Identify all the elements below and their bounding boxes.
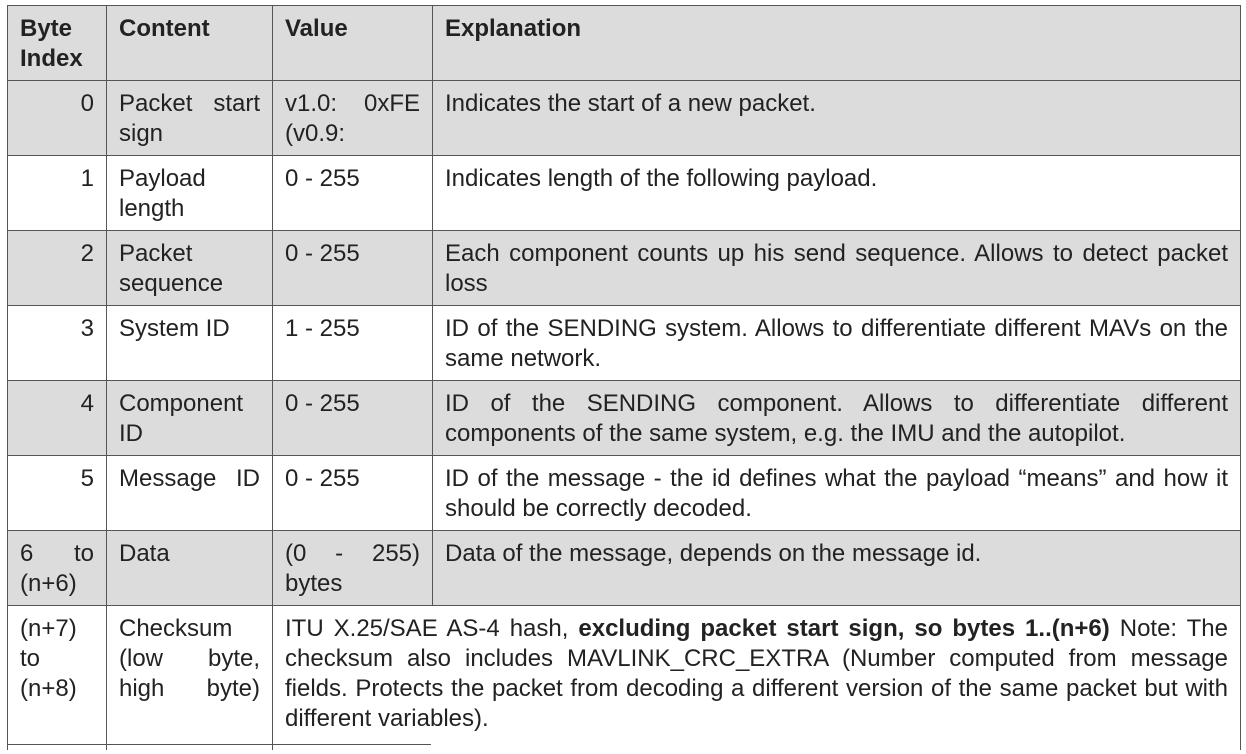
cell-byte-index: (n+7) to (n+8) (7, 605, 107, 750)
cell-byte-index: 4 (7, 380, 107, 456)
header-value: Value (272, 5, 433, 81)
cell-byte-index: 5 (7, 455, 107, 531)
table-row: 4 Component ID 0 - 255 ID of the SENDING… (7, 380, 1241, 456)
table-row: 5 Message ID 0 - 255 ID of the message -… (7, 455, 1241, 531)
table-row: (n+7) to (n+8) Checksum (low byte, high … (7, 605, 1241, 750)
cell-explanation: Data of the message, depends on the mess… (432, 530, 1241, 606)
table-row: 6 to (n+6) Data (0 - 255) bytes Data of … (7, 530, 1241, 606)
table-header-row: Byte Index Content Value Explanation (7, 5, 1241, 81)
packet-table-container: Byte Index Content Value Explanation 0 P… (7, 5, 1241, 750)
header-content: Content (106, 5, 273, 81)
cell-value: (0 - 255) bytes (272, 530, 433, 606)
header-explanation: Explanation (432, 5, 1241, 81)
cell-content: Payload length (106, 155, 273, 231)
cell-content: Packet start sign (106, 80, 273, 156)
cell-explanation: Indicates the start of a new packet. (432, 80, 1241, 156)
cell-byte-index: 1 (7, 155, 107, 231)
cell-content: Message ID (106, 455, 273, 531)
cell-content: System ID (106, 305, 273, 381)
explanation-bold: excluding packet start sign, so bytes 1.… (578, 615, 1110, 642)
explanation-note: Note: The checksum also includes MAVLINK… (285, 615, 1228, 732)
cell-content: Packet sequence (106, 230, 273, 306)
table-row: 2 Packet sequence 0 - 255 Each component… (7, 230, 1241, 306)
cell-byte-index: 2 (7, 230, 107, 306)
table-bottom-border (7, 744, 431, 745)
cell-explanation: ID of the message - the id defines what … (432, 455, 1241, 531)
cell-explanation: Each component counts up his send sequen… (432, 230, 1241, 306)
cell-explanation: ID of the SENDING component. Allows to d… (432, 380, 1241, 456)
cell-value: v1.0: 0xFE (v0.9: (272, 80, 433, 156)
explanation-prefix: ITU X.25/SAE AS-4 hash, (285, 615, 569, 642)
cell-value: 0 - 255 (272, 155, 433, 231)
table-row: 1 Payload length 0 - 255 Indicates lengt… (7, 155, 1241, 231)
cell-byte-index: 6 to (n+6) (7, 530, 107, 606)
cell-value: 0 - 255 (272, 455, 433, 531)
cell-value: 0 - 255 (272, 230, 433, 306)
cell-explanation: Indicates length of the following payloa… (432, 155, 1241, 231)
cell-explanation: ID of the SENDING system. Allows to diff… (432, 305, 1241, 381)
cell-content: Checksum (low byte, high byte) (106, 605, 273, 750)
cell-explanation: ITU X.25/SAE AS-4 hash, excluding packet… (272, 605, 1241, 750)
packet-structure-table: Byte Index Content Value Explanation 0 P… (7, 5, 1241, 750)
table-row: 3 System ID 1 - 255 ID of the SENDING sy… (7, 305, 1241, 381)
cell-content: Component ID (106, 380, 273, 456)
cell-value: 1 - 255 (272, 305, 433, 381)
cell-value: 0 - 255 (272, 380, 433, 456)
table-row: 0 Packet start sign v1.0: 0xFE (v0.9: In… (7, 80, 1241, 156)
cell-byte-index: 3 (7, 305, 107, 381)
header-byte-index: Byte Index (7, 5, 107, 81)
cell-byte-index: 0 (7, 80, 107, 156)
cell-content: Data (106, 530, 273, 606)
